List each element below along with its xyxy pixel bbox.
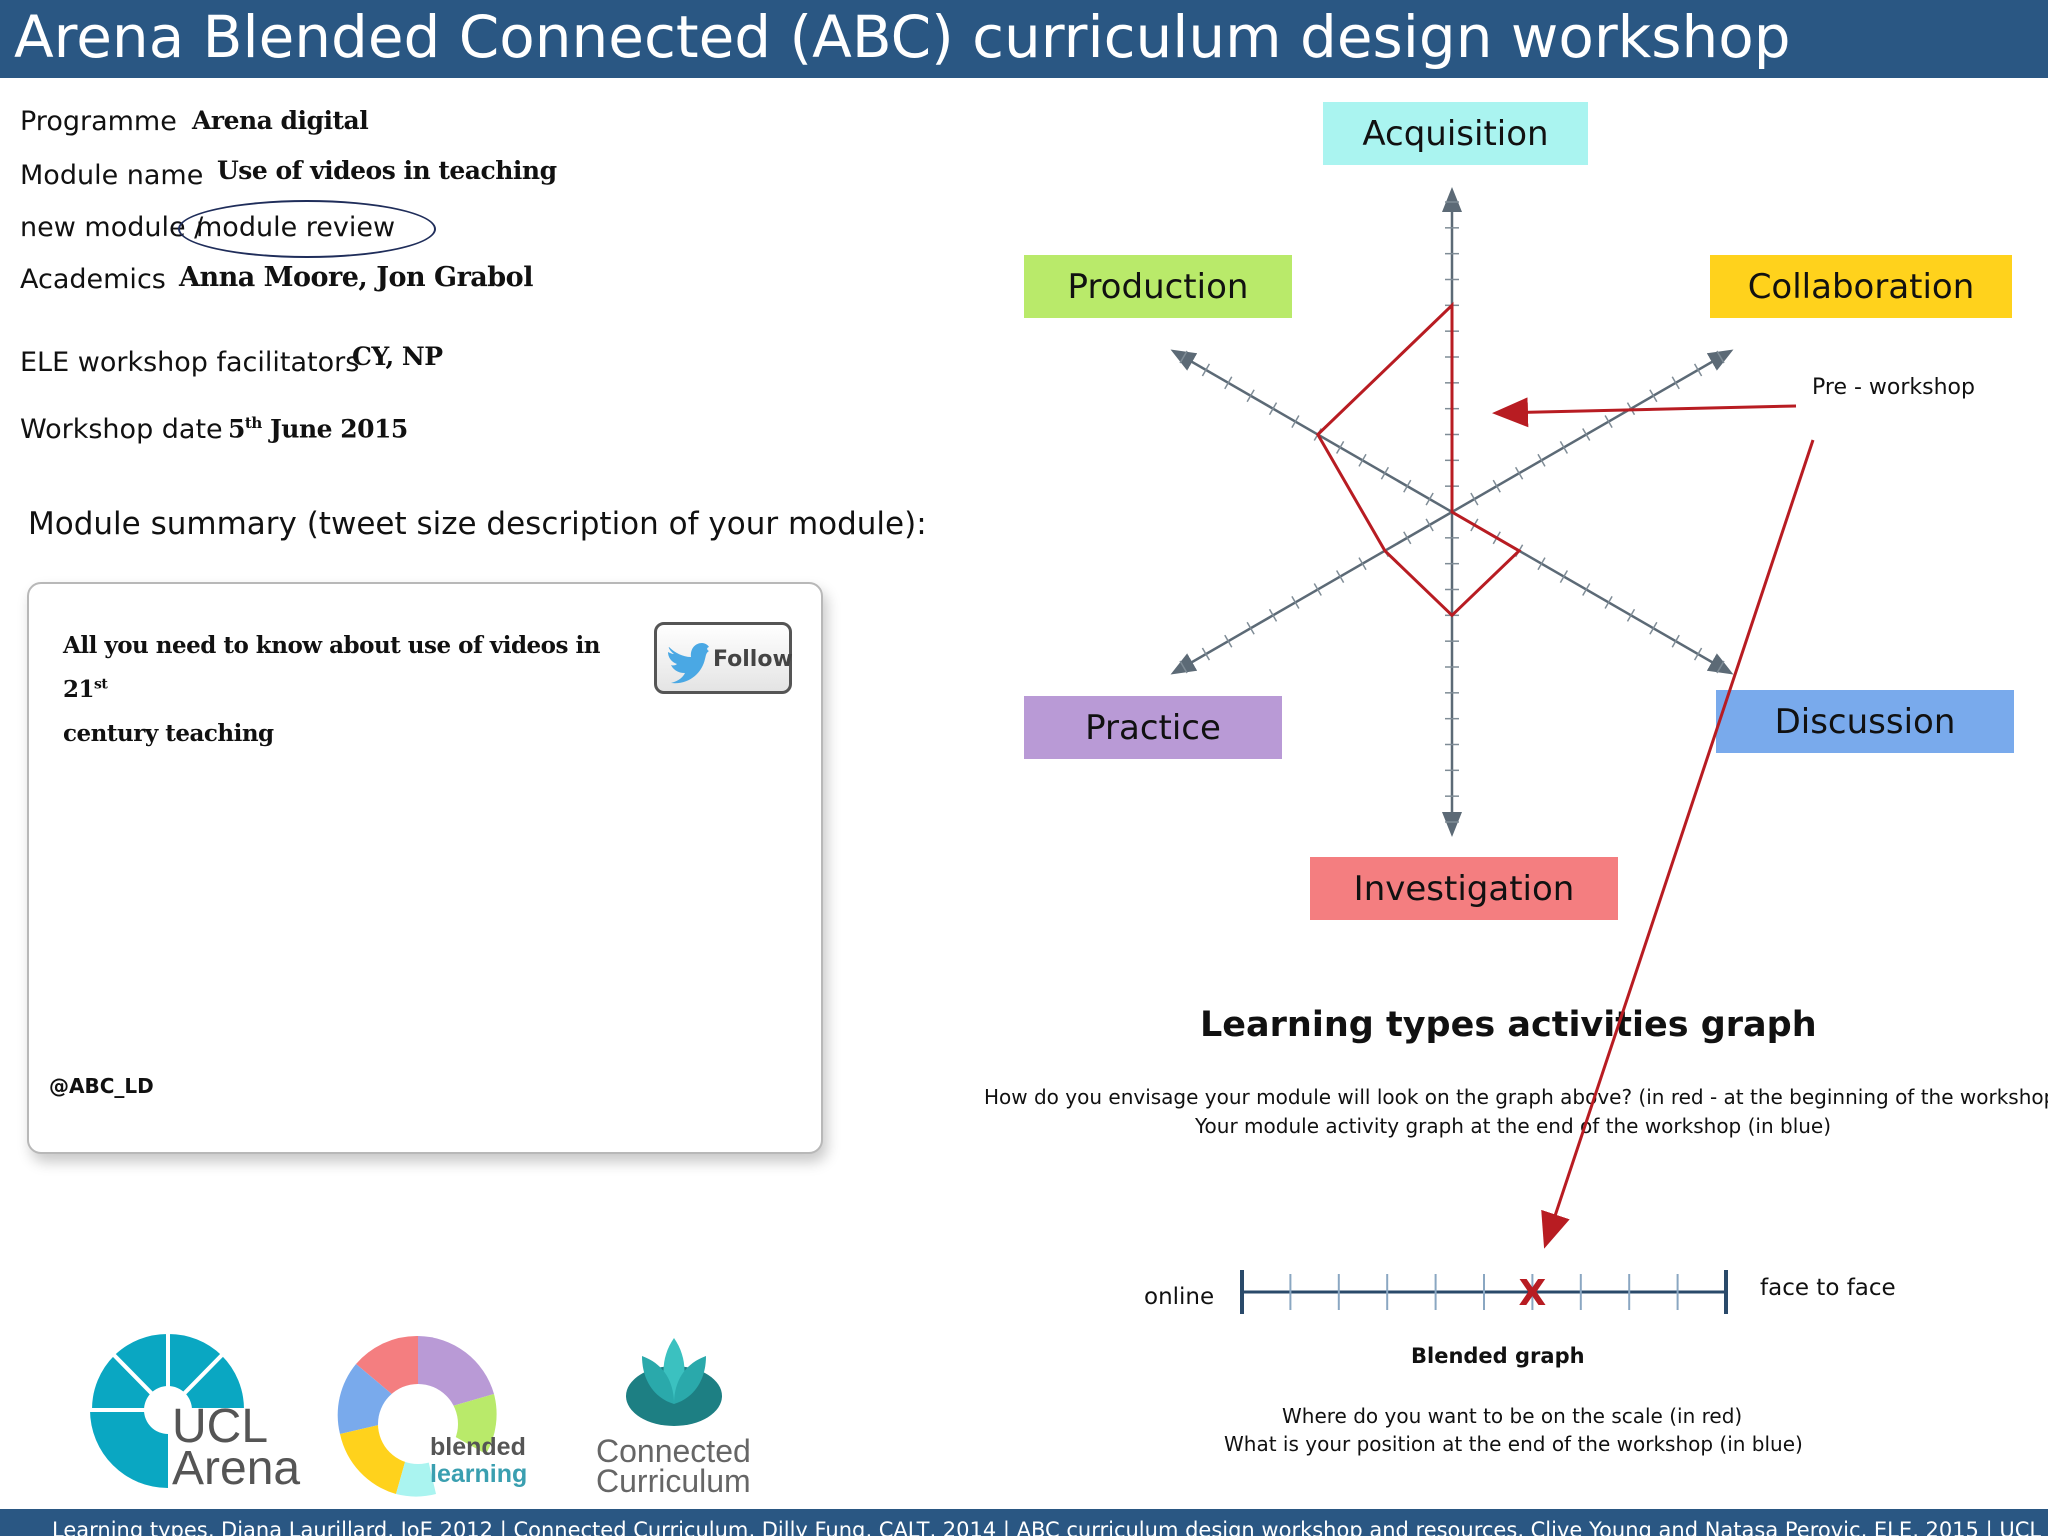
radar-tick [1671, 376, 1680, 390]
radar-tick [1201, 363, 1211, 377]
radar-tick [1268, 608, 1278, 622]
radar-tick [1358, 557, 1367, 571]
facilitators-value: CY, NP [352, 342, 443, 371]
radar-tick [1604, 595, 1613, 609]
follow-label: Follow [713, 647, 793, 672]
radar-tick [1291, 415, 1300, 429]
practice-label: Practice [1024, 696, 1282, 759]
online-label: online [1144, 1284, 1215, 1310]
radar-series-pre-workshop [1315, 301, 1522, 618]
scale-marker: X [1519, 1273, 1547, 1314]
learning-types-radar-chart [1170, 187, 1734, 837]
radar-tick [1537, 453, 1546, 467]
radar-tick [1425, 518, 1434, 532]
tweet-card: All you need to know about use of videos… [27, 582, 823, 1154]
module-summary-heading: Module summary (tweet size description o… [28, 506, 927, 542]
programme-value: Arena digital [192, 106, 369, 135]
follow-button[interactable]: Follow [654, 622, 793, 694]
production-label: Production [1024, 255, 1292, 318]
radar-tick [1649, 389, 1658, 403]
module-type-label: new module / [20, 212, 204, 243]
discussion-label: Discussion [1716, 690, 2014, 753]
radar-tick [1559, 440, 1569, 454]
radar-tick [1649, 621, 1658, 635]
radar-tick [1537, 557, 1546, 571]
pre-workshop-annotation: Pre - workshop [1812, 375, 1975, 400]
radar-tick [1559, 570, 1569, 584]
tweet-text: All you need to know about use of videos… [63, 632, 600, 747]
graph-title: Learning types activities graph [1200, 1005, 1817, 1045]
blended-graph-title: Blended graph [1411, 1344, 1585, 1368]
scale-arrow [1541, 439, 1815, 1249]
radar-tick [1224, 376, 1233, 390]
selection-circle [178, 200, 436, 258]
radar-tick [1514, 466, 1524, 480]
radar-tick [1693, 647, 1703, 661]
radar-tick [1582, 428, 1591, 441]
title-bar: Arena Blended Connected (ABC) curriculum… [0, 0, 2048, 78]
blended-learning-logo [337, 1335, 497, 1497]
workshop-date-value: 5th June 2015 [228, 414, 408, 444]
academics-value: Anna Moore, Jon Grabol [179, 262, 533, 293]
radar-tick [1582, 583, 1591, 596]
academics-label: Academics [20, 264, 166, 295]
radar-tick [1201, 647, 1211, 661]
programme-label: Programme [20, 106, 177, 137]
radar-tick [1291, 595, 1300, 609]
radar-tick [1693, 363, 1703, 377]
radar-tick [1470, 492, 1479, 506]
radar-tick [1671, 634, 1680, 648]
footer-credits: Learning types, Diana Laurillard, IoE 20… [52, 1518, 2042, 1536]
acquisition-label: Acquisition [1323, 102, 1588, 165]
radar-tick [1268, 402, 1278, 416]
footer-bar: Learning types, Diana Laurillard, IoE 20… [0, 1509, 2048, 1536]
blended-question-2: What is your position at the end of the … [1224, 1432, 1803, 1456]
radar-tick [1246, 621, 1255, 635]
collaboration-label: Collaboration [1710, 255, 2012, 318]
blended-scale: X [1240, 1270, 1728, 1314]
radar-axis-collaboration [1451, 349, 1734, 514]
radar-tick [1492, 479, 1501, 493]
investigation-label: Investigation [1310, 857, 1618, 920]
radar-tick [1246, 389, 1255, 403]
radar-tick [1335, 440, 1345, 454]
radar-tick [1626, 608, 1636, 622]
radar-tick [1358, 453, 1367, 467]
facilitators-label: ELE workshop facilitators [20, 347, 360, 378]
page-title: Arena Blended Connected (ABC) curriculum… [14, 3, 1791, 71]
module-name-label: Module name [20, 160, 204, 191]
radar-tick [1313, 583, 1322, 596]
face-to-face-label: face to face [1760, 1275, 1896, 1301]
radar-tick [1716, 660, 1725, 674]
radar-tick [1403, 479, 1412, 493]
radar-axis-production [1170, 349, 1453, 514]
lotus-icon [626, 1338, 722, 1426]
graph-question-1: How do you envisage your module will loo… [984, 1085, 2048, 1109]
radar-tick [1335, 570, 1345, 584]
radar-tick [1604, 415, 1613, 429]
radar-tick [1179, 350, 1188, 364]
twitter-handle: @ABC_LD [49, 1074, 154, 1098]
radar-axis-practice [1170, 510, 1453, 675]
twitter-bird-icon [668, 643, 709, 684]
pre-workshop-arrow [1492, 397, 1797, 428]
radar-tick [1403, 531, 1412, 545]
workshop-date-label: Workshop date [20, 414, 223, 445]
radar-tick [1380, 466, 1390, 480]
radar-tick [1224, 634, 1233, 648]
blended-question-1: Where do you want to be on the scale (in… [1282, 1404, 1743, 1428]
ucl-arena-logo [88, 1329, 249, 1488]
graph-question-2: Your module activity graph at the end of… [1195, 1114, 1832, 1138]
radar-tick [1425, 492, 1434, 506]
radar-tick [1179, 660, 1188, 674]
radar-tick [1716, 350, 1725, 364]
module-name-value: Use of videos in teaching [217, 156, 557, 185]
